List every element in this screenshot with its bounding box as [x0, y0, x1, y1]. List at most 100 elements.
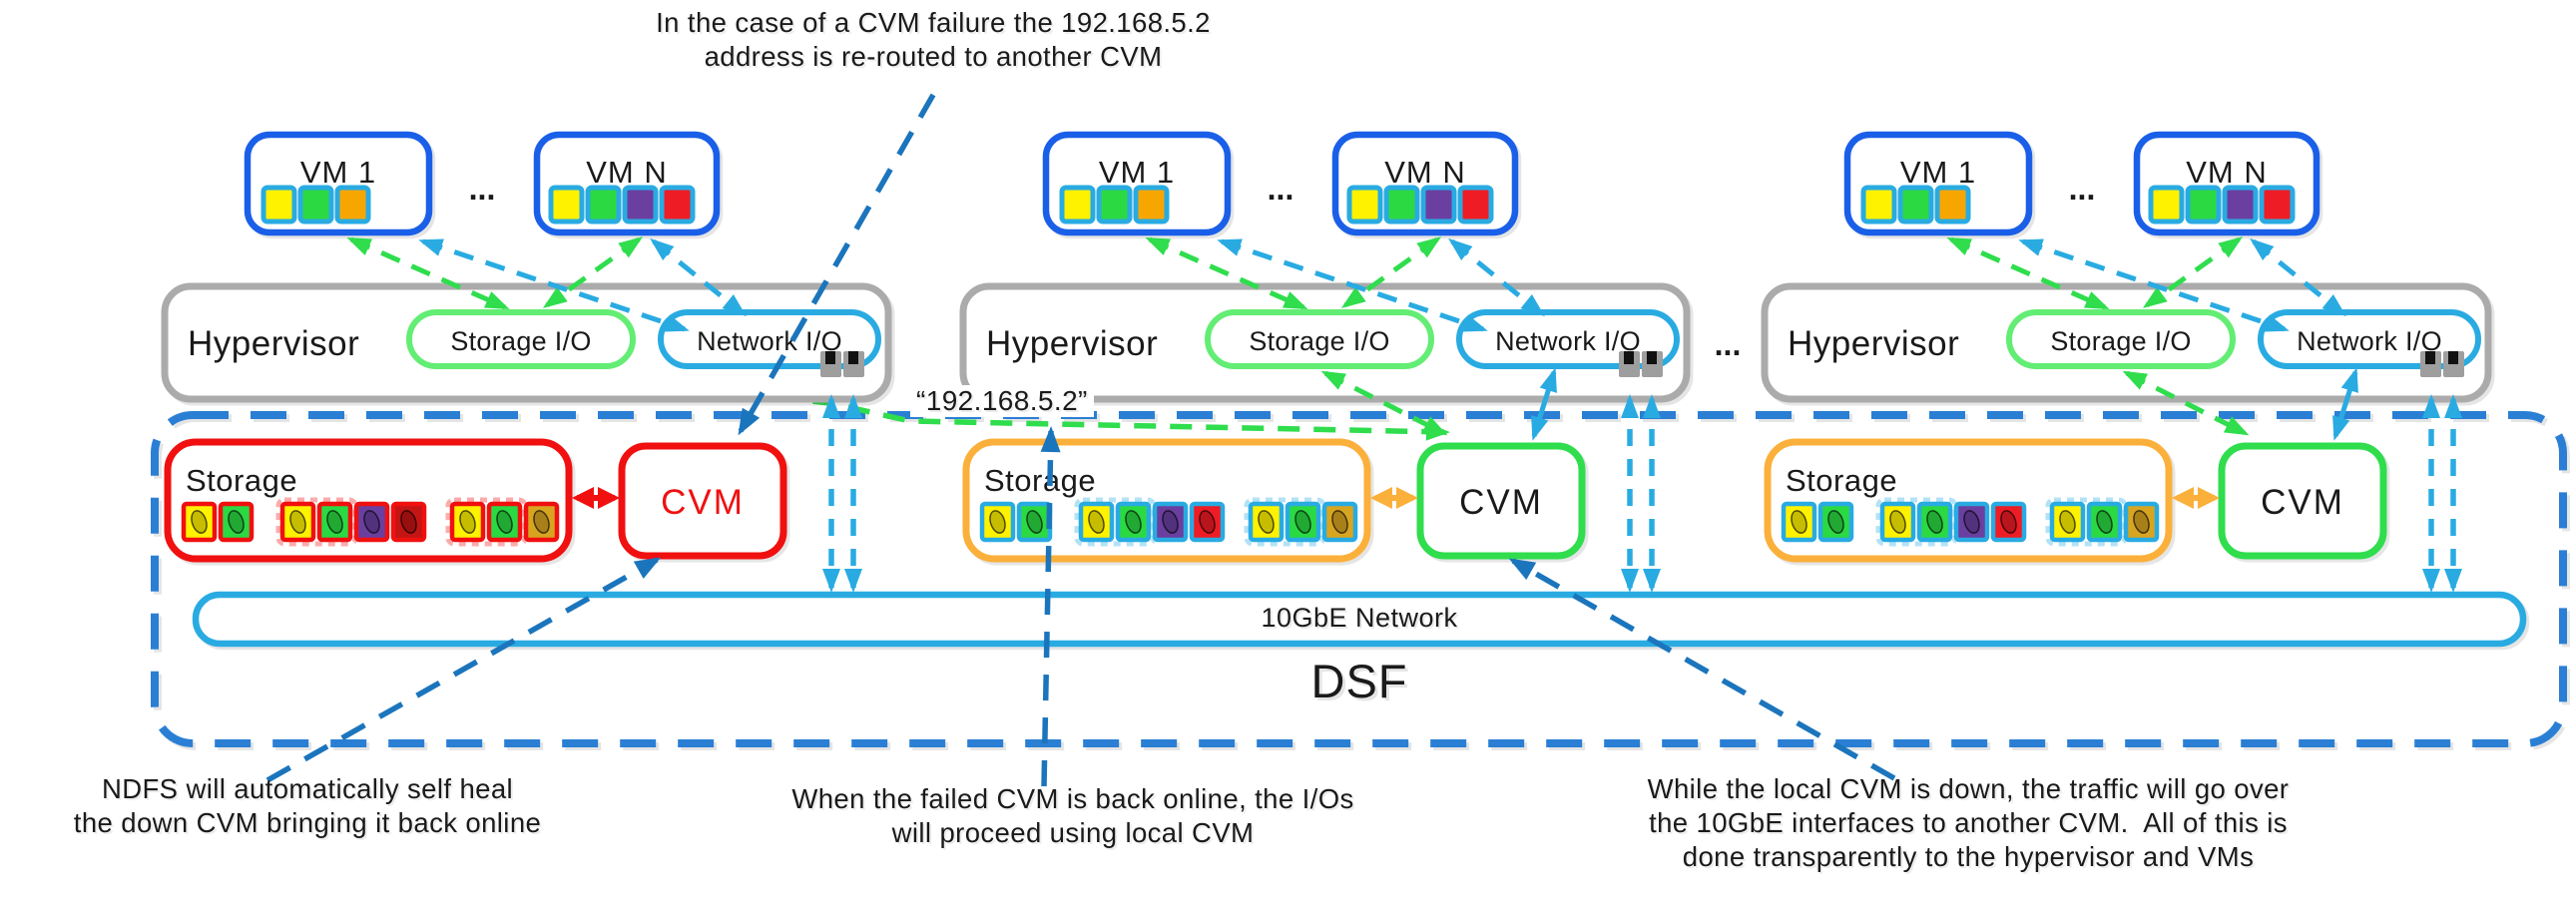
arrow-vmn-network-io	[1448, 237, 1545, 317]
hypervisor-label: Hypervisor	[188, 324, 359, 363]
vm-resource-block	[1349, 188, 1380, 222]
vm-resource-block	[1136, 188, 1167, 222]
arrow-vmn-network-io	[2250, 237, 2346, 317]
vmn-label: VM N	[586, 155, 668, 190]
annotation-self-heal: NDFS will automatically self heal the do…	[73, 773, 542, 838]
vm-resource-block	[2225, 188, 2256, 222]
vm-resource-block	[2262, 188, 2293, 222]
vm-resource-block	[1460, 188, 1491, 222]
cvm-box	[1416, 442, 1586, 560]
data-block	[1118, 504, 1149, 540]
data-block	[1251, 504, 1282, 540]
data-block	[1081, 504, 1112, 540]
network-port-notch	[848, 351, 858, 364]
vm-resource-block	[2151, 188, 2182, 222]
pointer-backonline-to-ip-label	[1040, 426, 1061, 787]
vm-resource-block	[337, 188, 368, 222]
arrow-vm1-network-io	[418, 238, 690, 332]
data-block	[1784, 504, 1814, 540]
network-port-notch	[1624, 351, 1634, 364]
data-block	[319, 504, 350, 540]
data-block	[1820, 504, 1851, 540]
data-block	[526, 504, 557, 540]
vm-resource-block	[625, 188, 656, 222]
vm-ellipsis: ...	[1268, 171, 1294, 207]
cvm-label: CVM	[2261, 483, 2344, 522]
node-3: VM 1 VM N ... ... Hypervisor Storage I/O…	[1715, 131, 2492, 593]
data-block	[1288, 504, 1318, 540]
hypervisor-label: Hypervisor	[1788, 324, 1959, 363]
vm-resource-block	[263, 188, 294, 222]
hypervisor-ellipsis: ...	[1715, 326, 1742, 362]
network-port-notch	[825, 351, 835, 364]
pointer-selfheal-to-failed-cvm	[265, 557, 662, 783]
10gbe-network-label: 10GbE Network	[1261, 603, 1458, 633]
vm-resource-block	[551, 188, 582, 222]
10gbe-network-bar	[192, 591, 2527, 648]
network-io-label: Network I/O	[1495, 326, 1641, 356]
vm-resource-block	[1386, 188, 1417, 222]
node-1: VM 1 VM N ... Hypervisor Storage I/O Net…	[161, 131, 892, 593]
hypervisor-label: Hypervisor	[986, 324, 1158, 363]
cvm-label: CVM	[1459, 483, 1543, 522]
replica-halo	[1244, 497, 1326, 547]
storage-io-label: Storage I/O	[450, 326, 591, 356]
data-block	[2089, 504, 2120, 540]
replica-halo	[1875, 497, 1958, 547]
data-block	[221, 504, 252, 540]
node-2: VM 1 VM N ... Hypervisor Storage I/O Net…	[959, 131, 1691, 593]
arrow-vm1-network-io	[2018, 238, 2290, 332]
vm-resource-block	[300, 188, 331, 222]
replica-halo	[2045, 497, 2128, 547]
vm-resource-block	[1900, 188, 1931, 222]
replica-halo	[445, 497, 528, 547]
arrow-network-to-local-cvm	[2332, 367, 2358, 441]
cvm-box-failed	[618, 442, 787, 560]
data-block	[282, 504, 313, 540]
vm-resource-block	[1099, 188, 1130, 222]
network-io-label: Network I/O	[697, 326, 842, 356]
vmn-label: VM N	[2186, 155, 2268, 190]
cvm-label: CVM	[661, 483, 745, 522]
arrow-storage-io-to-local-cvm	[1320, 370, 1448, 436]
annotation-traffic-reroute: While the local CVM is down, the traffic…	[1647, 773, 2290, 872]
data-block	[489, 504, 520, 540]
vm1-label: VM 1	[1099, 155, 1175, 190]
dsf-label: DSF	[1310, 655, 1408, 707]
storage-label: Storage	[186, 463, 297, 498]
data-block	[1919, 504, 1950, 540]
data-block	[982, 504, 1013, 540]
vm1-label: VM 1	[1900, 155, 1976, 190]
top-annotation: In the case of a CVM failure the 192.168…	[656, 7, 1211, 72]
vm-resource-block	[1062, 188, 1093, 222]
network-io-label: Network I/O	[2297, 326, 2442, 356]
storage-io-label: Storage I/O	[2050, 326, 2191, 356]
vm-resource-block	[662, 188, 693, 222]
network-port-notch	[2425, 351, 2435, 364]
ip-address-label: “192.168.5.2”	[910, 385, 1094, 417]
arrow-network-to-local-cvm	[1531, 367, 1557, 441]
data-block	[1956, 504, 1987, 540]
data-block	[184, 504, 215, 540]
vm-resource-block	[1423, 188, 1454, 222]
storage-label: Storage	[1786, 463, 1897, 498]
vm-ellipsis: ...	[2069, 171, 2096, 207]
storage-label: Storage	[984, 463, 1096, 498]
arrow-vmn-network-io	[650, 237, 747, 317]
data-block	[1192, 504, 1223, 540]
vm-resource-block	[588, 188, 619, 222]
network-port-notch	[2448, 351, 2458, 364]
vm-resource-block	[1937, 188, 1968, 222]
vmn-label: VM N	[1384, 155, 1466, 190]
vm-resource-block	[2188, 188, 2219, 222]
replica-halo	[275, 497, 358, 547]
data-block	[1155, 504, 1186, 540]
data-block	[452, 504, 483, 540]
cvm-box	[2218, 442, 2387, 560]
pointer-top-annotation-to-failed-cvm	[738, 93, 936, 436]
arrow-vm1-network-io	[1217, 238, 1488, 332]
data-block	[2052, 504, 2083, 540]
network-port-notch	[1647, 351, 1657, 364]
